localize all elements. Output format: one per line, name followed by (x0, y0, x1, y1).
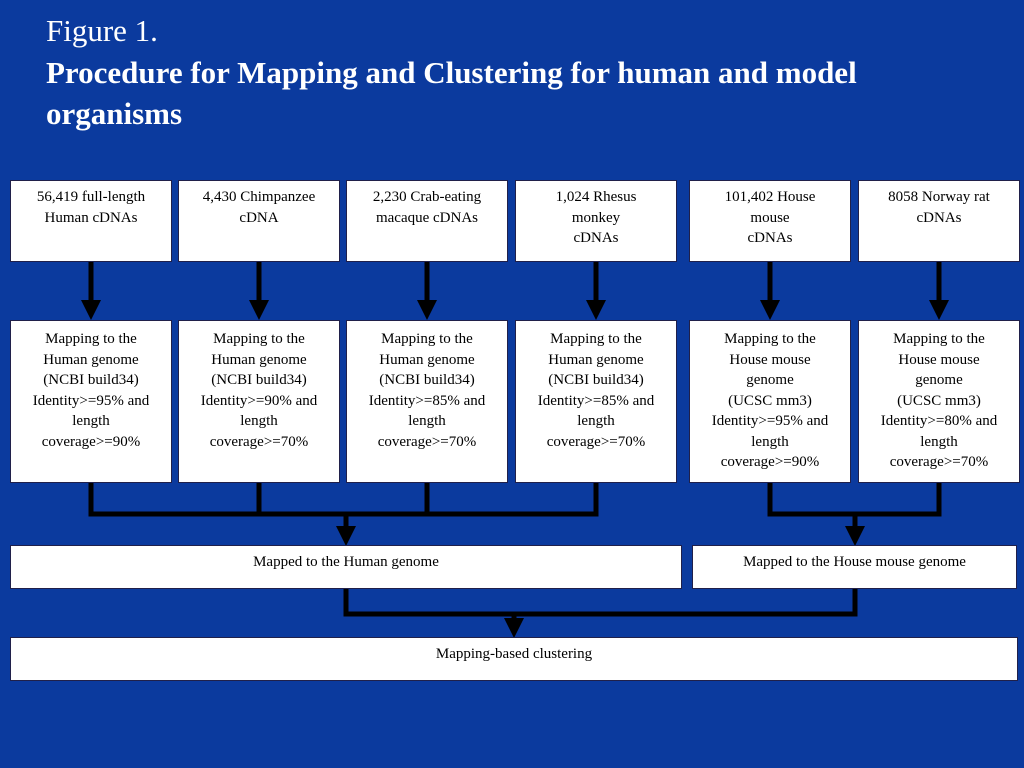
source-house-mouse-cdnas: 101,402 House mouse cDNAs (689, 180, 851, 262)
mapping-rhesus-monkey: Mapping to the Human genome (NCBI build3… (515, 320, 677, 483)
figure-label: Figure 1. (46, 13, 158, 48)
mapped-house-mouse-genome: Mapped to the House mouse genome (692, 545, 1017, 589)
mapping-chimpanzee: Mapping to the Human genome (NCBI build3… (178, 320, 340, 483)
source-rhesus-monkey-cdnas: 1,024 Rhesus monkey cDNAs (515, 180, 677, 262)
mapping-crab-eating-macaque: Mapping to the Human genome (NCBI build3… (346, 320, 508, 483)
mapping-house-mouse: Mapping to the House mouse genome (UCSC … (689, 320, 851, 483)
mapped-human-genome: Mapped to the Human genome (10, 545, 682, 589)
source-crab-eating-macaque-cdnas: 2,230 Crab-eating macaque cDNAs (346, 180, 508, 262)
source-chimpanzee-cdna: 4,430 Chimpanzee cDNA (178, 180, 340, 262)
mapping-human: Mapping to the Human genome (NCBI build3… (10, 320, 172, 483)
mapping-based-clustering: Mapping-based clustering (10, 637, 1018, 681)
source-human-cdnas: 56,419 full-length Human cDNAs (10, 180, 172, 262)
source-norway-rat-cdnas: 8058 Norway rat cDNAs (858, 180, 1020, 262)
mapping-norway-rat: Mapping to the House mouse genome (UCSC … (858, 320, 1020, 483)
figure-title: Procedure for Mapping and Clustering for… (46, 55, 857, 131)
